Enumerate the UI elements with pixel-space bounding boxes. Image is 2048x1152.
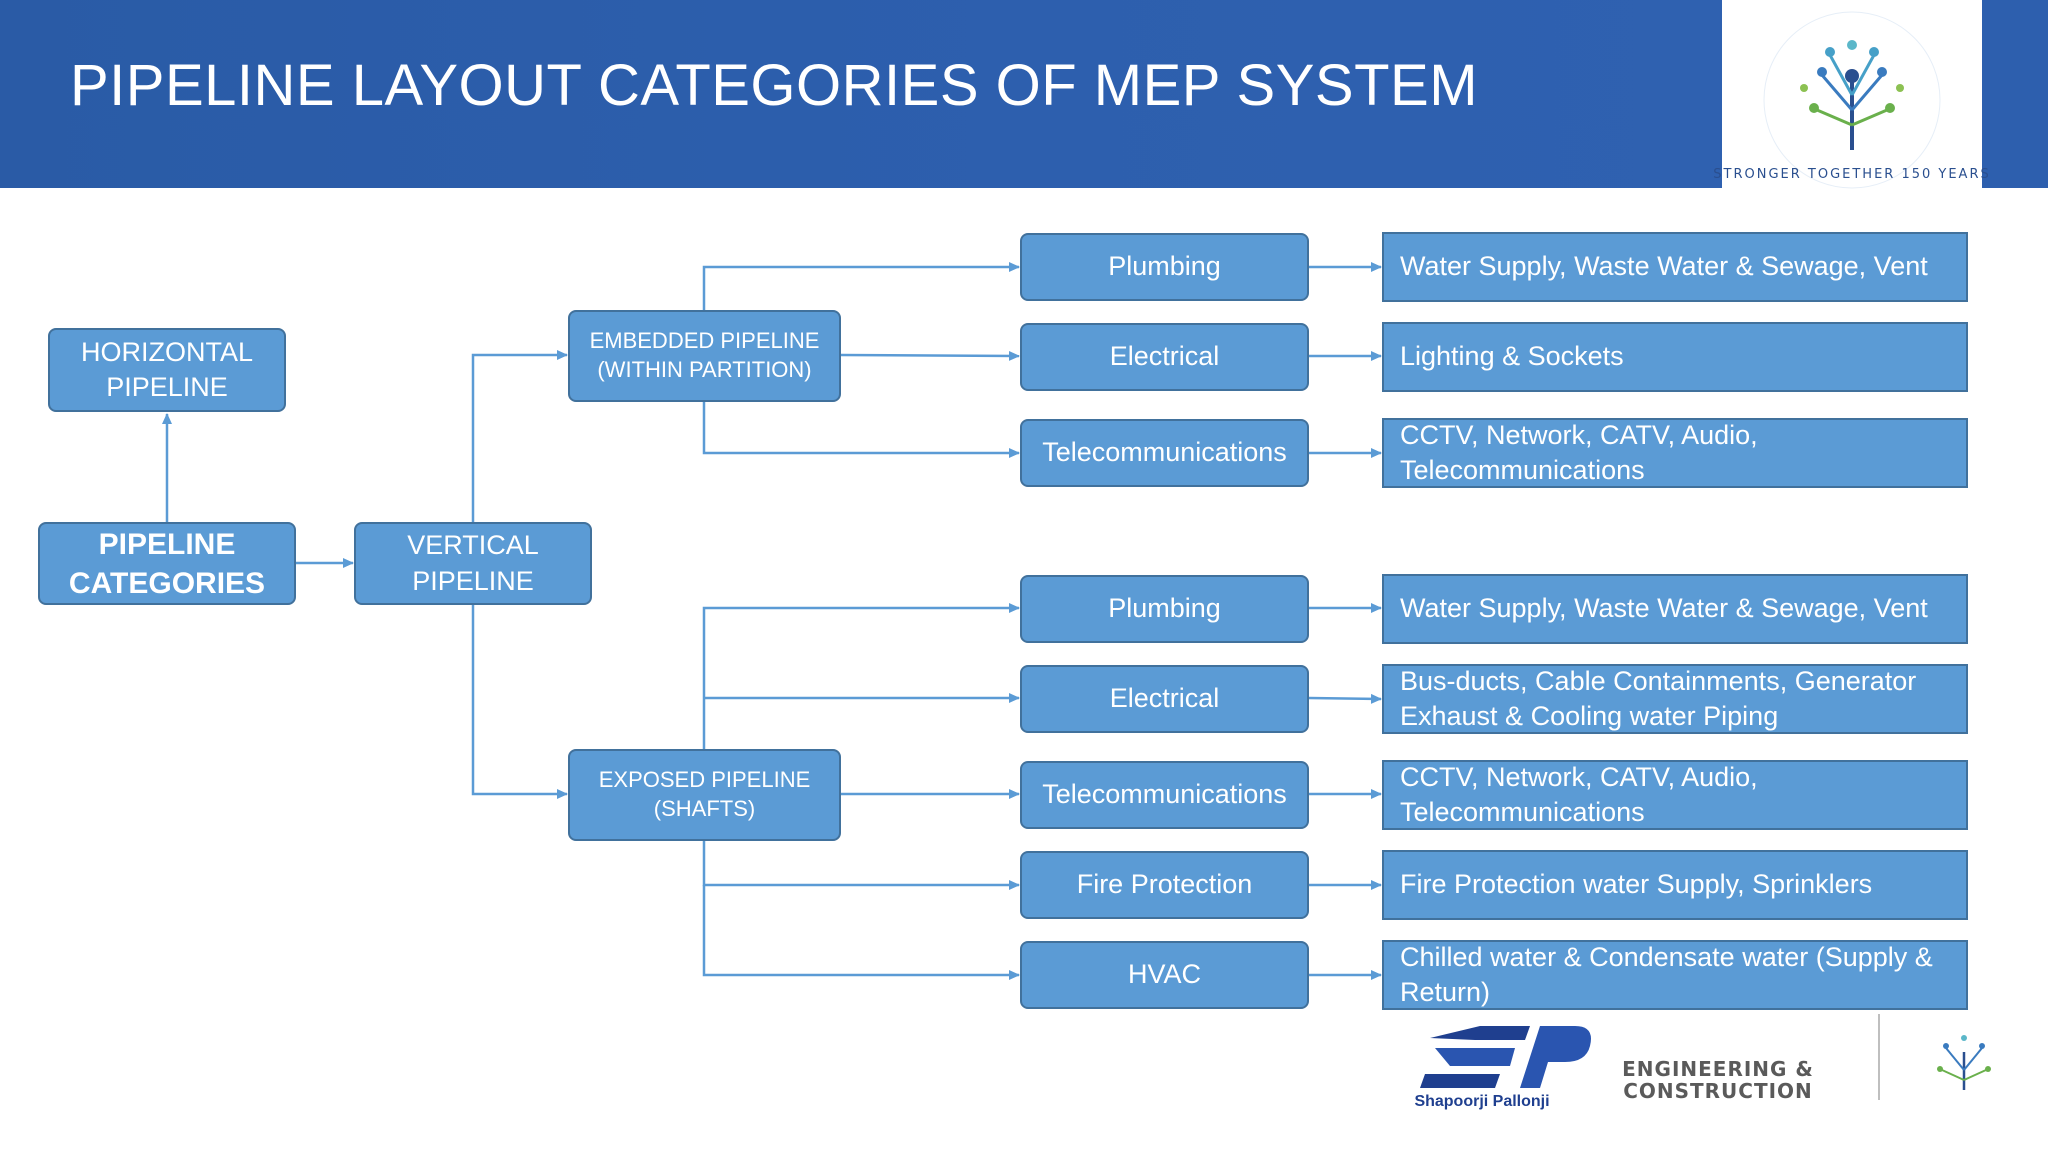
header-bar: [0, 0, 1722, 188]
exposed-telecommunications-box: Telecommunications: [1020, 761, 1309, 829]
exposed-electrical-details: Bus-ducts, Cable Containments, Generator…: [1382, 664, 1968, 734]
embedded-to-telecom-connector: [702, 402, 1020, 458]
vertical-line2: PIPELINE: [412, 565, 534, 596]
details-text: Water Supply, Waste Water & Sewage, Vent: [1400, 593, 1928, 624]
root-line1: PIPELINE: [98, 527, 236, 561]
exposed-electrical-box: Electrical: [1020, 665, 1309, 733]
page-title: PIPELINE LAYOUT CATEGORIES OF MEP SYSTEM: [70, 53, 1479, 118]
embedded-plumbing-box: Plumbing: [1020, 233, 1309, 301]
exposed-hvac-box: HVAC: [1020, 941, 1309, 1009]
exposed-telecommunications-details: CCTV, Network, CATV, Audio, Telecommunic…: [1382, 760, 1968, 830]
exposed-line2: (SHAFTS): [653, 796, 756, 821]
details-text: CCTV, Network, CATV, Audio, Telecommunic…: [1400, 419, 1758, 485]
exposed-fire-protection-box: Fire Protection: [1020, 851, 1309, 919]
embedded-line2: (WITHIN PARTITION): [597, 357, 812, 382]
embedded-telecommunications-details: CCTV, Network, CATV, Audio, Telecommunic…: [1382, 418, 1968, 488]
exposed-fire-protection-details: Fire Protection water Supply, Sprinklers: [1382, 850, 1968, 920]
sp-monogram-icon: [1420, 1026, 1591, 1088]
embedded-to-electrical-connector: [840, 350, 1020, 361]
category-label: Plumbing: [1108, 251, 1221, 282]
horizontal-line1: HORIZONTAL: [80, 336, 253, 367]
category-label: Telecommunications: [1042, 437, 1287, 468]
details-text: Water Supply, Waste Water & Sewage, Vent: [1400, 251, 1928, 282]
embedded-electrical-details: Lighting & Sockets: [1382, 322, 1968, 392]
details-text: Fire Protection water Supply, Sprinklers: [1400, 869, 1873, 900]
horizontal-pipeline-box: HORIZONTAL PIPELINE: [48, 328, 286, 412]
company-logo: Shapoorji Pallonji ENGINEERING & CONSTRU…: [1390, 1018, 1840, 1110]
category-label: Electrical: [1109, 341, 1220, 372]
vertical-to-exposed-connector: [471, 605, 568, 799]
embedded-plumbing-details: Water Supply, Waste Water & Sewage, Vent: [1382, 232, 1968, 302]
vertical-to-embedded-connector: [471, 350, 568, 522]
exposed-hvac-details: Chilled water & Condensate water (Supply…: [1382, 940, 1968, 1010]
category-label: Fire Protection: [1076, 869, 1253, 900]
embedded-telecommunications-box: Telecommunications: [1020, 419, 1309, 487]
embedded-to-plumbing-connector: [702, 262, 1020, 312]
details-text: Bus-ducts, Cable Containments, Generator…: [1400, 665, 1917, 731]
division-line2: CONSTRUCTION: [1623, 1079, 1813, 1103]
exposed-trunk-connector: [702, 603, 1020, 751]
exposed-line1: EXPOSED PIPELINE: [598, 767, 811, 793]
details-text: Chilled water & Condensate water (Supply…: [1400, 941, 1933, 1007]
exposed-to-fire-connector: [702, 840, 1020, 890]
exposed-pipeline-box: EXPOSED PIPELINE (SHAFTS): [568, 749, 841, 841]
anniversary-logo-small: [1894, 1010, 2034, 1110]
embedded-electrical-box: Electrical: [1020, 323, 1309, 391]
vertical-line1: VERTICAL: [407, 530, 539, 561]
embedded-pipeline-box: EMBEDDED PIPELINE (WITHIN PARTITION): [568, 310, 841, 402]
header-bar-end: [1982, 0, 2048, 188]
division-line1: ENGINEERING &: [1622, 1057, 1814, 1081]
vertical-pipeline-box: VERTICAL PIPELINE: [354, 522, 592, 605]
tree-icon: [1937, 1035, 1991, 1090]
exposed-plumbing-details: Water Supply, Waste Water & Sewage, Vent: [1382, 574, 1968, 644]
brand-name: Shapoorji Pallonji: [1414, 1093, 1549, 1110]
category-label: Electrical: [1109, 683, 1220, 714]
exposed-to-hvac-connector: [702, 885, 1020, 980]
electrical-exposed-to-details-connector: [1308, 693, 1382, 704]
exposed-plumbing-box: Plumbing: [1020, 575, 1309, 643]
category-label: Telecommunications: [1042, 779, 1287, 810]
details-text: Lighting & Sockets: [1400, 341, 1624, 372]
root-line2: CATEGORIES: [68, 566, 266, 600]
category-label: Plumbing: [1108, 593, 1221, 624]
pipeline-categories-box: PIPELINE CATEGORIES: [38, 522, 296, 605]
details-text: CCTV, Network, CATV, Audio, Telecommunic…: [1400, 761, 1758, 827]
anniversary-logo: STRONGER TOGETHER 150 YEARS: [1713, 0, 1989, 189]
category-label: HVAC: [1127, 959, 1201, 990]
footer-divider: [1878, 1014, 1880, 1100]
horizontal-line2: PIPELINE: [106, 372, 228, 402]
logo-ring-text: STRONGER TOGETHER 150 YEARS: [1713, 167, 1990, 182]
embedded-line1: EMBEDDED PIPELINE: [589, 328, 820, 354]
tree-icon: [1800, 40, 1904, 150]
